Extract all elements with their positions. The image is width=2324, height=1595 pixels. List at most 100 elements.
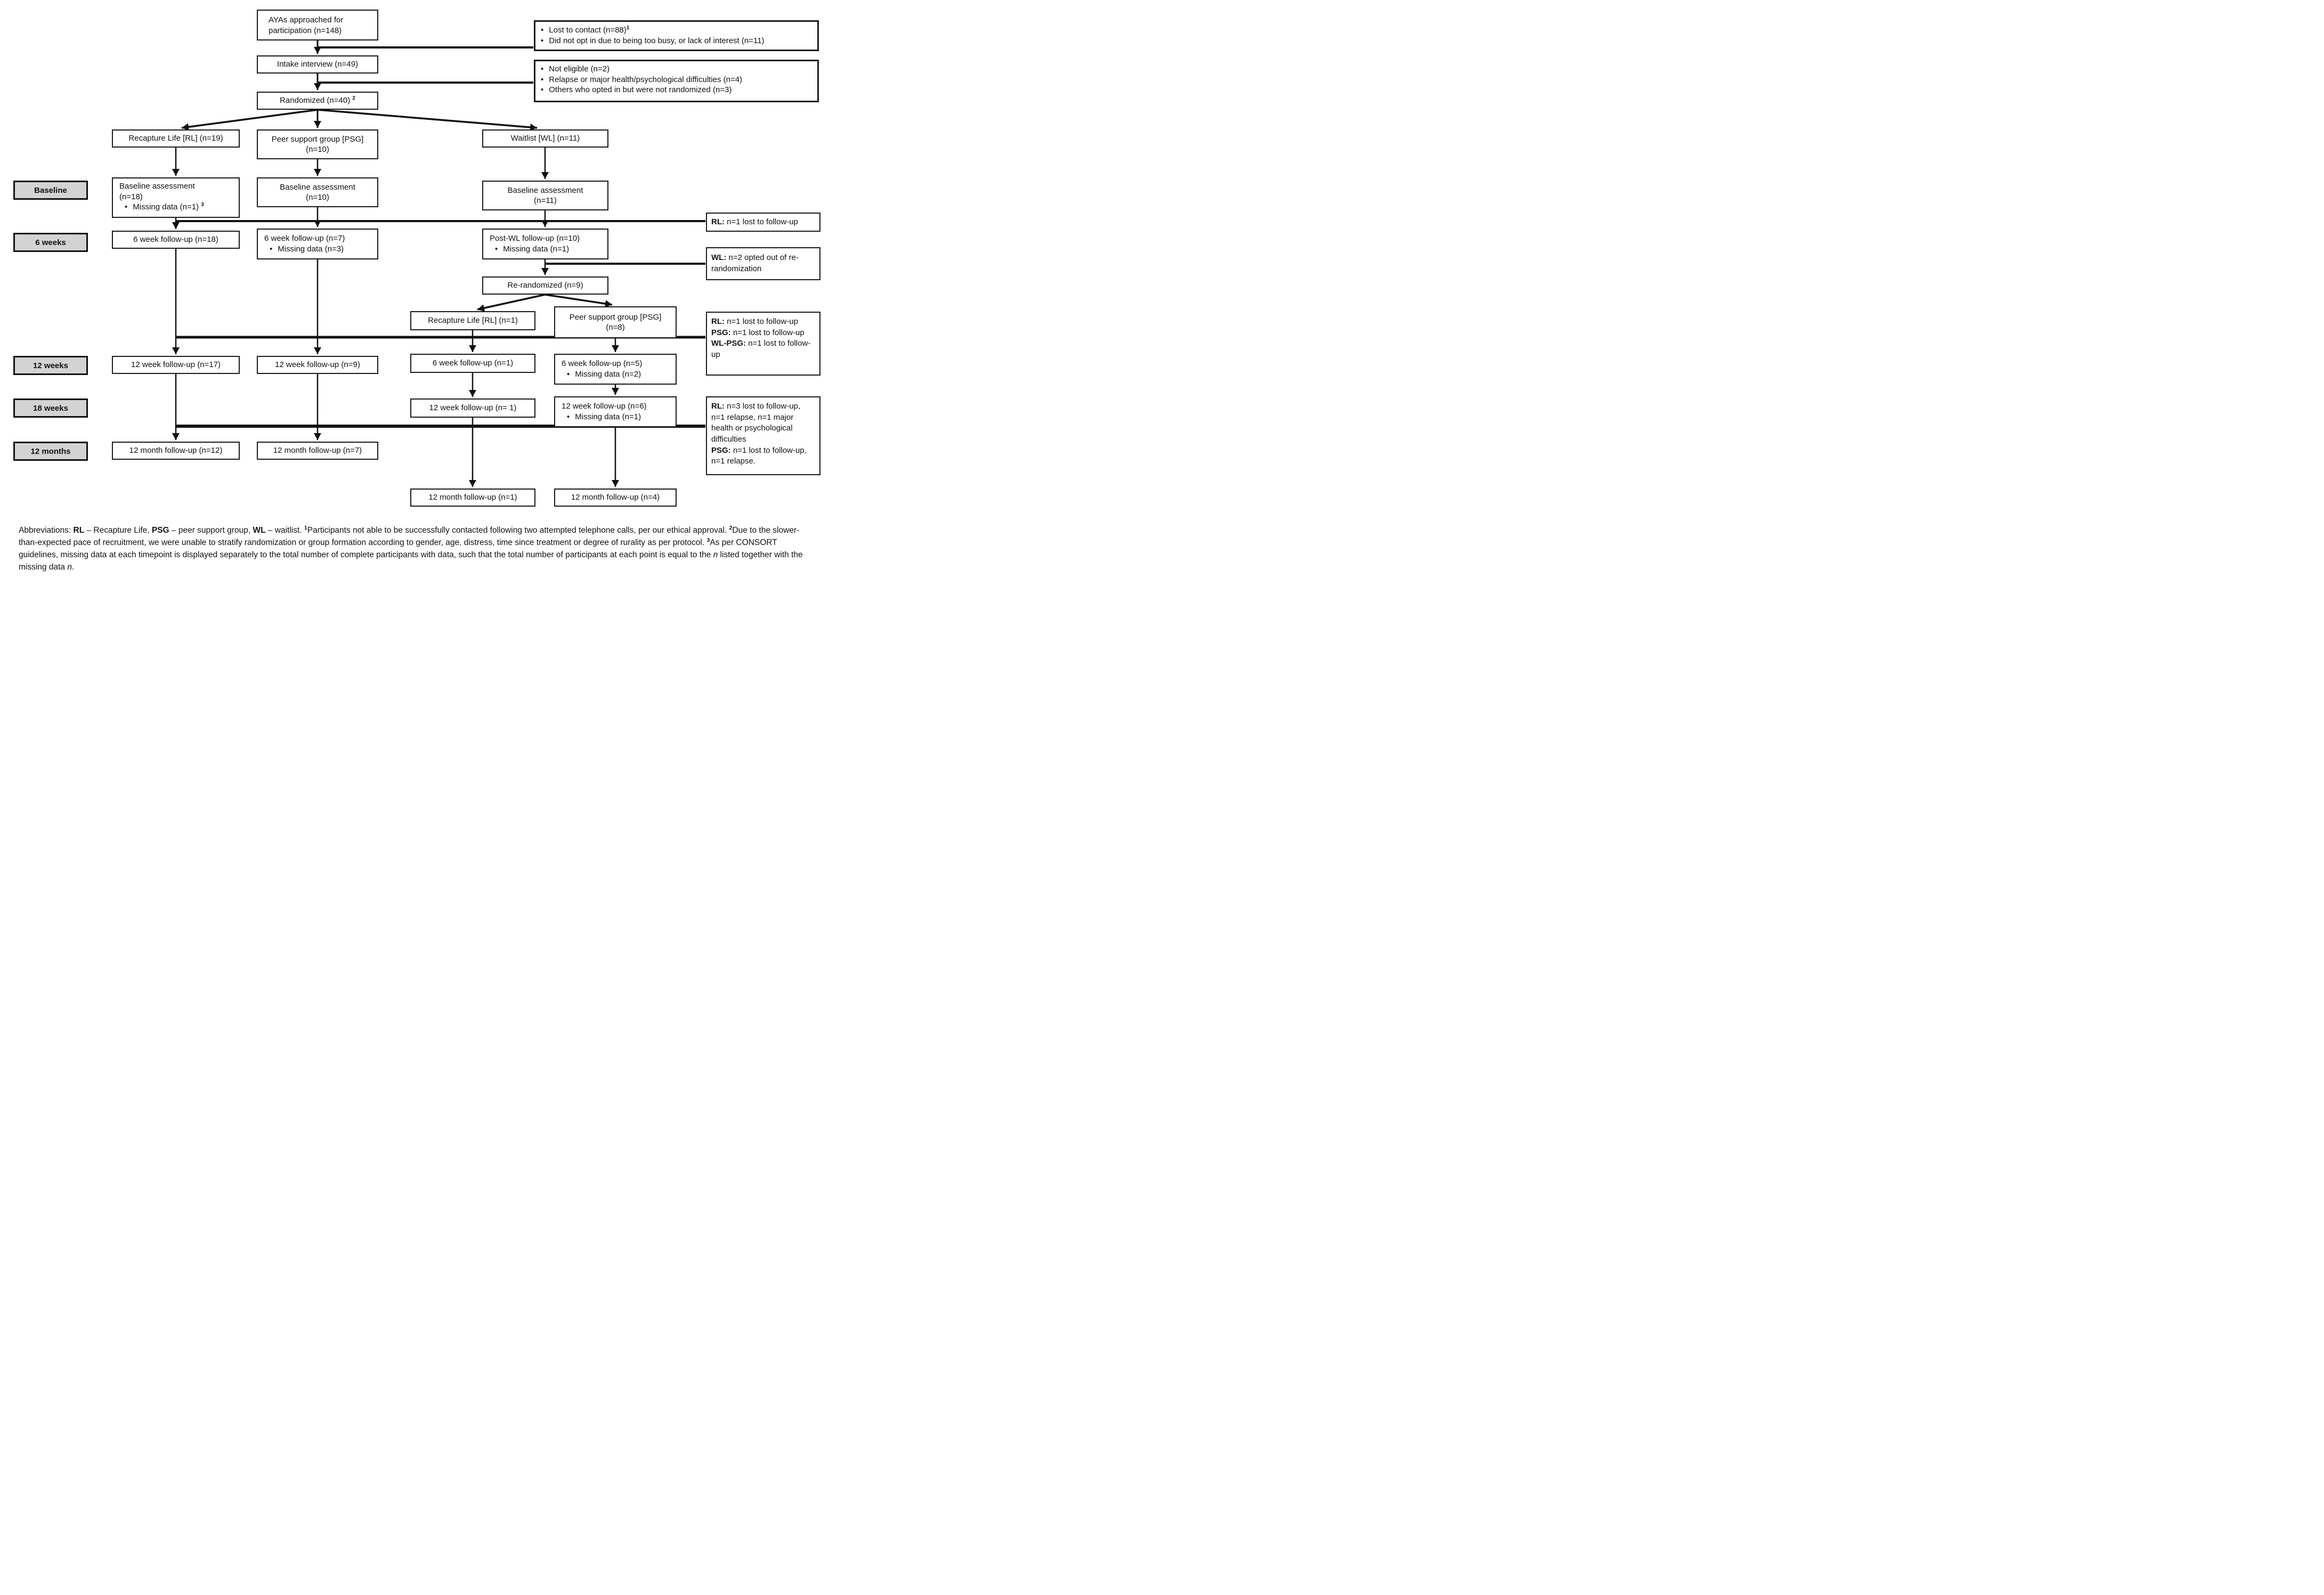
- note-prefix-rl2: RL:: [711, 317, 725, 326]
- node-rl-rerand-label: Recapture Life [RL] (n=1): [428, 316, 518, 325]
- node-wl-arm: Waitlist [WL] (n=11): [482, 129, 608, 148]
- lost-to-contact-bullet-1: Lost to contact (n=88)1: [535, 25, 817, 36]
- node-6wk-psg-rerand-bullet: Missing data (n=2): [562, 369, 672, 380]
- baseline-psg-line2: (n=10): [306, 193, 329, 202]
- node-12wk-rl-label: 12 week follow-up (n=17): [131, 360, 221, 370]
- lost-to-contact-bullet-2: Did not opt in due to being too busy, or…: [535, 36, 817, 46]
- node-6wk-rl-rerand-label: 6 week follow-up (n=1): [432, 359, 514, 368]
- note-prefix-psg2: PSG:: [711, 445, 731, 455]
- baseline-rl-bullet: Missing data (n=1) 3: [119, 202, 235, 213]
- footnote-abbrev-psg: PSG: [151, 525, 169, 535]
- baseline-psg-line1: Baseline assessment: [280, 182, 355, 192]
- not-eligible-text-2: Relapse or major health/psychological di…: [549, 75, 743, 84]
- note-wl-opted-out-body: n=2 opted out of re-randomization: [711, 253, 799, 273]
- node-baseline-wl: Baseline assessment (n=11): [482, 181, 608, 210]
- footnote-sup-1: 1: [304, 524, 307, 531]
- footnote-paragraph: Abbreviations: RL – Recapture Life, PSG …: [19, 524, 811, 574]
- node-12wk-psg-label: 12 week follow-up (n=9): [275, 360, 360, 370]
- note-12wk-losses-rl: RL: n=1 lost to follow-up: [711, 316, 815, 328]
- node-6wk-psg-rerand-line1: 6 week follow-up (n=5): [562, 359, 643, 368]
- node-rl-arm-label: Recapture Life [RL] (n=19): [128, 134, 223, 143]
- not-eligible-bullet-1: Not eligible (n=2): [535, 64, 817, 75]
- note-12wk-losses-psg: PSG: n=1 lost to follow-up: [711, 328, 815, 339]
- note-baseline-rl-lost-body: n=1 lost to follow-up: [725, 217, 798, 226]
- note-12wk-losses: RL: n=1 lost to follow-up PSG: n=1 lost …: [706, 312, 820, 376]
- node-12wk-rl-rerand-label: 12 week follow-up (n= 1): [429, 403, 517, 413]
- node-psg-rerand-line1: Peer support group [PSG]: [569, 312, 662, 322]
- footnote-sup-2: 2: [729, 524, 733, 531]
- node-baseline-rl: Baseline assessment (n=18) Missing data …: [112, 177, 240, 218]
- note-baseline-rl-lost-text: RL: n=1 lost to follow-up: [711, 217, 798, 228]
- node-post-wl-line1: Post-WL follow-up (n=10): [490, 234, 580, 243]
- node-approached-line2: participation (n=148): [269, 26, 342, 35]
- baseline-wl-line1: Baseline assessment: [507, 185, 583, 195]
- node-approached: AYAs approached for participation (n=148…: [257, 10, 378, 40]
- timeline-label-6-weeks: 6 weeks: [13, 233, 88, 252]
- note-12mo-losses-psg-body: n=1 lost to follow-up, n=1 relapse.: [711, 445, 807, 466]
- lost-to-contact-text-1: Lost to contact (n=88): [549, 26, 627, 35]
- node-12mo-rl-rerand-label: 12 month follow-up (n=1): [428, 493, 517, 502]
- note-prefix-rl: RL:: [711, 217, 725, 226]
- node-randomized: Randomized (n=40) 2: [257, 92, 378, 110]
- node-randomized-label: Randomized (n=40) 2: [280, 95, 355, 106]
- baseline-wl-line2: (n=11): [534, 196, 557, 205]
- node-12wk-psg: 12 week follow-up (n=9): [257, 356, 378, 374]
- note-12wk-losses-wlpsg: WL-PSG: n=1 lost to follow-up: [711, 338, 815, 360]
- node-post-wl-missing: Missing data (n=1): [503, 244, 570, 254]
- node-rl-arm: Recapture Life [RL] (n=19): [112, 129, 240, 148]
- note-12wk-losses-psg-body: n=1 lost to follow-up: [730, 328, 805, 337]
- timeline-label-18-weeks: 18 weeks: [13, 398, 88, 418]
- node-12mo-rl-rerand: 12 month follow-up (n=1): [410, 489, 535, 507]
- node-6wk-psg-line1: 6 week follow-up (n=7): [264, 234, 345, 243]
- footnote-abbrev-intro: Abbreviations:: [19, 525, 74, 535]
- note-12mo-losses-rl-body: n=3 lost to follow-up, n=1 relapse, n=1 …: [711, 402, 801, 444]
- randomized-text: Randomized (n=40): [280, 96, 351, 105]
- node-6wk-psg-missing: Missing data (n=3): [278, 244, 344, 254]
- footnote-text-3-end: .: [71, 563, 75, 572]
- timeline-label-baseline: Baseline: [13, 181, 88, 200]
- node-intake: Intake interview (n=49): [257, 55, 378, 74]
- node-post-wl: Post-WL follow-up (n=10) Missing data (n…: [482, 229, 608, 259]
- node-baseline-psg: Baseline assessment (n=10): [257, 177, 378, 207]
- node-not-eligible: Not eligible (n=2) Relapse or major heal…: [534, 60, 819, 102]
- node-psg-arm: Peer support group [PSG] (n=10): [257, 129, 378, 159]
- timeline-label-18-weeks-text: 18 weeks: [33, 403, 68, 413]
- footnote-sup-3: 3: [706, 536, 710, 543]
- baseline-rl-line2: (n=18): [119, 192, 143, 201]
- footnote-italic-n1: n: [713, 550, 718, 559]
- footnote-abbrev-psg-def: – peer support group,: [169, 525, 253, 535]
- footnote-text-3-mid: listed together with the missing data: [19, 550, 803, 572]
- note-prefix-wl-psg: WL-PSG:: [711, 339, 746, 348]
- node-wl-arm-label: Waitlist [WL] (n=11): [510, 134, 580, 143]
- timeline-label-6-weeks-text: 6 weeks: [35, 238, 66, 247]
- not-eligible-bullet-3: Others who opted in but were not randomi…: [535, 85, 817, 95]
- baseline-rl-line1: Baseline assessment: [119, 182, 195, 191]
- node-psg-arm-line2: (n=10): [306, 145, 329, 154]
- footnote-marker-3: 3: [201, 202, 204, 208]
- footnote-italic-n2: n: [67, 563, 72, 572]
- footnote-abbrev-wl: WL: [253, 525, 266, 535]
- node-rerandomized-label: Re-randomized (n=9): [507, 281, 583, 290]
- node-12mo-psg-rerand: 12 month follow-up (n=4): [554, 489, 677, 507]
- node-lost-to-contact: Lost to contact (n=88)1 Did not opt in d…: [534, 20, 819, 51]
- note-baseline-rl-lost: RL: n=1 lost to follow-up: [706, 213, 820, 232]
- baseline-rl-missing: Missing data (n=1): [133, 202, 199, 211]
- timeline-label-12-months-text: 12 months: [30, 446, 71, 456]
- node-12wk-rl-rerand: 12 week follow-up (n= 1): [410, 398, 535, 418]
- node-6wk-rl-rerand: 6 week follow-up (n=1): [410, 354, 535, 373]
- node-intake-label: Intake interview (n=49): [277, 60, 359, 69]
- note-prefix-rl3: RL:: [711, 402, 725, 411]
- not-eligible-bullet-2: Relapse or major health/psychological di…: [535, 75, 817, 85]
- footnote-abbrev-wl-def: – waitlist.: [265, 525, 304, 535]
- node-psg-rerand-line2: (n=8): [606, 323, 625, 332]
- not-eligible-text-3: Others who opted in but were not randomi…: [549, 85, 732, 94]
- footnote-text-1: Participants not able to be successfully…: [307, 525, 729, 535]
- node-12wk-psg-rerand-line1: 12 week follow-up (n=6): [562, 402, 647, 411]
- node-12wk-psg-rerand-missing: Missing data (n=1): [575, 412, 641, 421]
- node-12wk-rl: 12 week follow-up (n=17): [112, 356, 240, 374]
- note-wl-opted-out: WL: n=2 opted out of re-randomization: [706, 247, 820, 280]
- node-psg-arm-line1: Peer support group [PSG]: [271, 134, 364, 144]
- node-12wk-psg-rerand-bullet: Missing data (n=1): [562, 412, 672, 422]
- node-12wk-psg-rerand: 12 week follow-up (n=6) Missing data (n=…: [554, 396, 677, 427]
- node-approached-line1: AYAs approached for: [269, 15, 344, 25]
